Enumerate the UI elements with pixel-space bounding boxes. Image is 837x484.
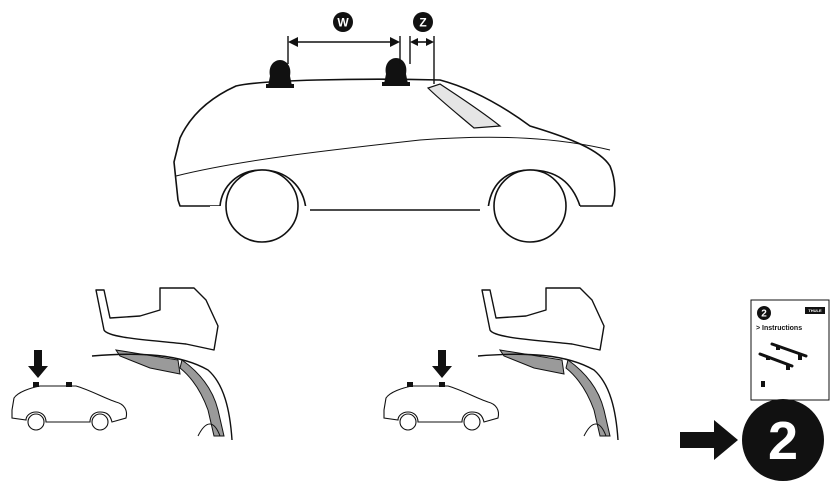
rack-foot-front — [266, 60, 294, 88]
booklet-rack-bars-icon — [758, 342, 808, 370]
booklet-brand: THULE — [808, 308, 822, 313]
next-step-number: 2 — [768, 411, 798, 471]
main-car-side-view — [173, 78, 616, 246]
arrow-down-rear — [432, 350, 452, 378]
dimension-w-label: W — [337, 16, 349, 30]
booklet-title: > Instructions — [756, 325, 802, 332]
dimension-z-label: Z — [419, 16, 426, 30]
booklet-step-number: 2 — [761, 309, 767, 320]
rack-foot-rear — [382, 58, 410, 86]
dimension-w: W — [287, 12, 401, 64]
front-foot-detail-trim — [179, 359, 225, 437]
next-step-arrow-icon — [680, 420, 738, 460]
dimension-z: Z — [409, 12, 435, 84]
rear-foot-detail — [477, 287, 619, 441]
next-step-badge — [742, 399, 824, 481]
booklet-brand-tag — [805, 307, 825, 314]
front-foot-detail-roof — [91, 353, 233, 441]
front-foot-detail-pad-body — [95, 287, 219, 351]
rear-foot-detail-roof — [477, 353, 619, 441]
small-car-rear-indicator — [383, 350, 500, 431]
booklet-step-badge — [757, 306, 771, 320]
dimension-w-badge — [333, 12, 353, 32]
front-foot-detail — [91, 287, 233, 441]
rear-foot-detail-trim — [565, 359, 611, 437]
small-car-front-indicator — [11, 350, 128, 431]
booklet-part-icon — [761, 381, 765, 387]
main-car-windshield — [426, 83, 502, 129]
dimension-z-badge — [413, 12, 433, 32]
arrow-down-front — [28, 350, 48, 378]
instructions-booklet: 2 THULE > Instructions — [750, 299, 830, 401]
main-car-shoulder-line — [175, 136, 611, 177]
rear-foot-detail-pad-body — [481, 287, 605, 351]
rear-foot-detail-rubber — [498, 349, 565, 375]
